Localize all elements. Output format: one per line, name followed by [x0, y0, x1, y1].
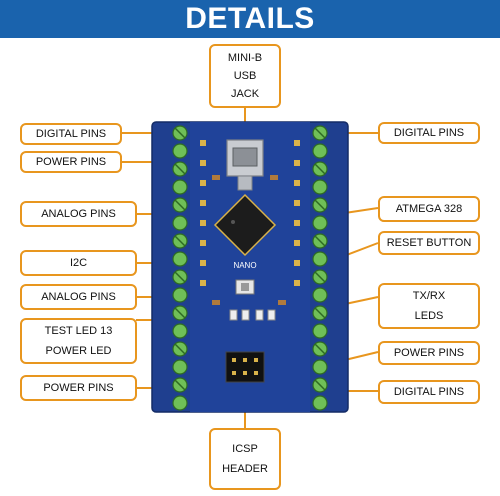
callout-icsp-line2: HEADER — [222, 463, 268, 475]
callout-tx-rx-line1: TX/RX — [412, 290, 446, 302]
icsp-header — [225, 351, 265, 383]
header-pads — [200, 140, 300, 286]
callout-label: POWER PINS — [43, 382, 114, 394]
callout-label: ANALOG PINS — [41, 291, 116, 303]
callout-test-led: TEST LED 13 POWER LED — [20, 318, 137, 364]
callout-tx-rx: TX/RX LEDS — [378, 283, 480, 329]
callout-reset-button: RESET BUTTON — [378, 231, 480, 255]
callout-icsp-line1: ICSP — [232, 443, 258, 455]
callout-atmega: ATMEGA 328 — [378, 196, 480, 222]
callout-i2c: I2C — [20, 250, 137, 276]
callout-tx-rx-line2: LEDS — [414, 310, 444, 322]
callout-label: ATMEGA 328 — [395, 203, 463, 215]
header-bar — [0, 0, 500, 38]
callout-label: DIGITAL PINS — [393, 386, 465, 398]
page-title: DETAILS — [185, 2, 315, 35]
callout-icsp-header: ICSP HEADER — [209, 428, 281, 490]
callout-test-led-line2: POWER LED — [45, 345, 112, 357]
callout-power-pins-left-top: POWER PINS — [20, 151, 122, 173]
callout-analog-pins-left-bottom: ANALOG PINS — [20, 284, 137, 310]
status-leds — [229, 309, 276, 321]
board-nano-label: NANO — [233, 261, 256, 270]
callout-analog-pins-left-top: ANALOG PINS — [20, 201, 137, 227]
callout-digital-pins-left: DIGITAL PINS — [20, 123, 122, 145]
callout-power-pins-right: POWER PINS — [378, 341, 480, 365]
callout-mini-usb-line1: MINI-B — [227, 52, 263, 64]
reset-button-part — [235, 279, 255, 295]
callout-label: DIGITAL PINS — [35, 128, 107, 140]
callout-mini-usb-line3: JACK — [230, 88, 260, 100]
mini-usb-jack — [226, 139, 264, 191]
callout-mini-usb: MINI-B USB JACK — [209, 44, 281, 108]
callout-label: POWER PINS — [393, 347, 465, 359]
callout-power-pins-left-bottom: POWER PINS — [20, 375, 137, 401]
callout-test-led-line1: TEST LED 13 — [44, 325, 113, 337]
callout-label: RESET BUTTON — [386, 237, 472, 249]
callout-label: POWER PINS — [35, 156, 107, 168]
callout-digital-pins-right-bottom: DIGITAL PINS — [378, 380, 480, 404]
callout-label: I2C — [69, 257, 88, 269]
callout-digital-pins-right-top: DIGITAL PINS — [378, 122, 480, 144]
callout-label: ANALOG PINS — [41, 208, 116, 220]
callout-mini-usb-line2: USB — [233, 70, 257, 82]
callout-label: DIGITAL PINS — [393, 127, 465, 139]
atmega-chip — [213, 193, 277, 257]
